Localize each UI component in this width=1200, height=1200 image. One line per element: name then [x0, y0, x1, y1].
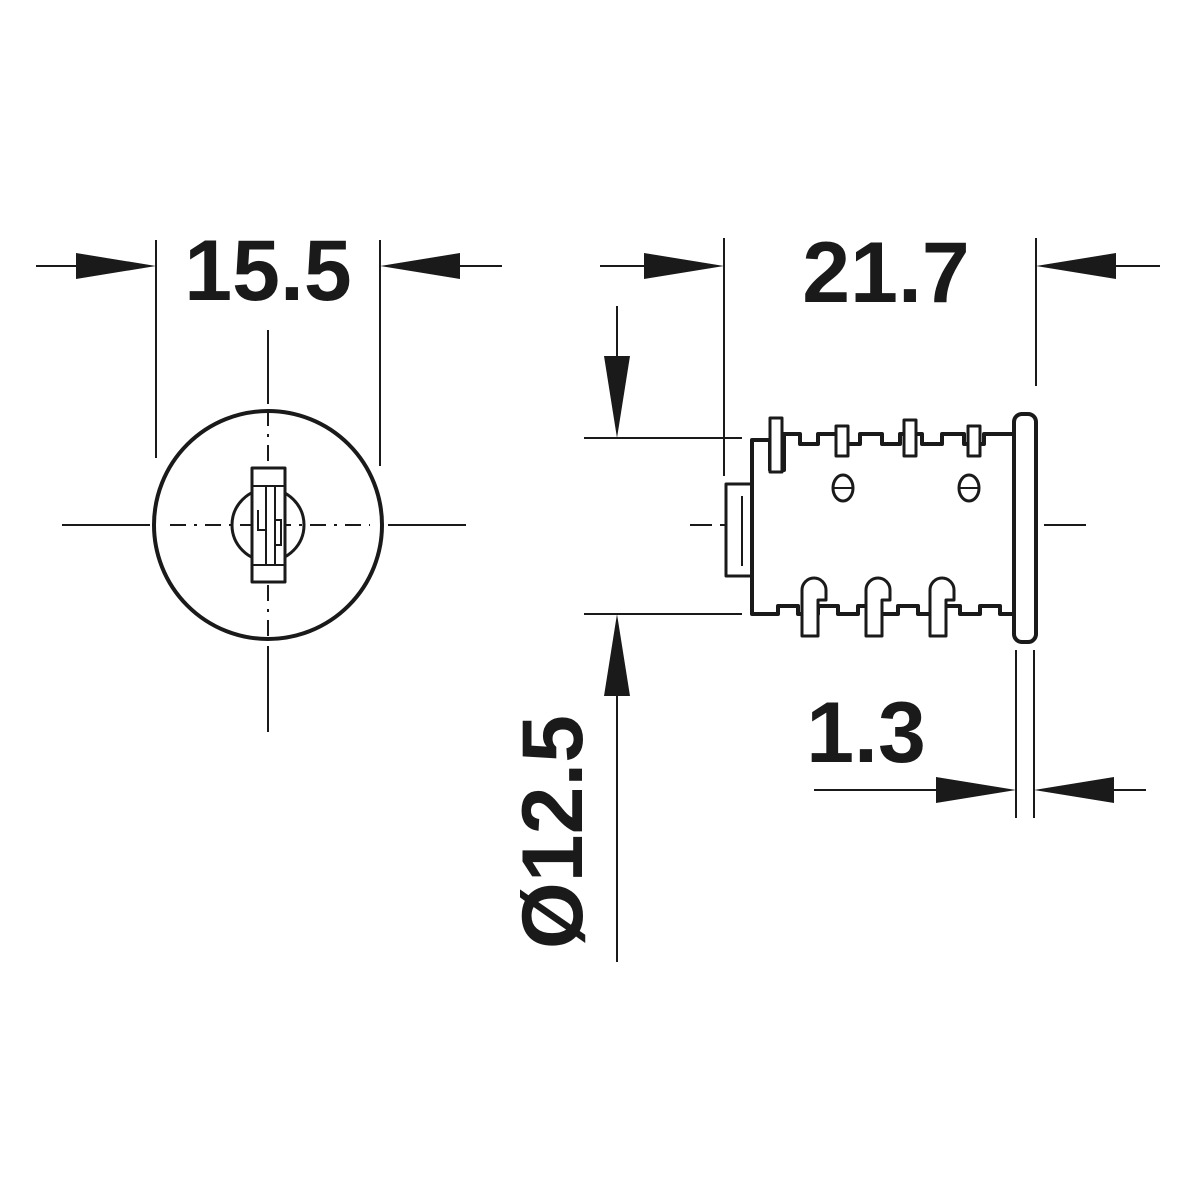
arrow-up	[604, 614, 630, 696]
side-view: 21.7 Ø12.5 1.3	[505, 225, 1160, 962]
bottom-tumblers	[800, 576, 956, 638]
arrow-right	[644, 253, 724, 279]
front-flange	[1012, 412, 1038, 644]
tumbler-slots	[831, 473, 981, 503]
dimension-label-21-7: 21.7	[802, 225, 969, 321]
dimension-label-1-3: 1.3	[806, 685, 926, 781]
cam-stub	[724, 482, 756, 578]
arrow-right	[936, 777, 1016, 803]
front-view: 15.5	[36, 223, 502, 732]
arrow-right	[76, 253, 156, 279]
arrow-left	[1036, 253, 1116, 279]
arrow-left	[380, 253, 460, 279]
dimension-label-diameter: Ø12.5	[505, 715, 601, 949]
arrow-down	[604, 356, 630, 438]
keyway-icon	[250, 466, 287, 584]
dimension-label-15-5: 15.5	[184, 223, 351, 319]
top-pins	[768, 416, 982, 474]
arrow-left	[1034, 777, 1114, 803]
